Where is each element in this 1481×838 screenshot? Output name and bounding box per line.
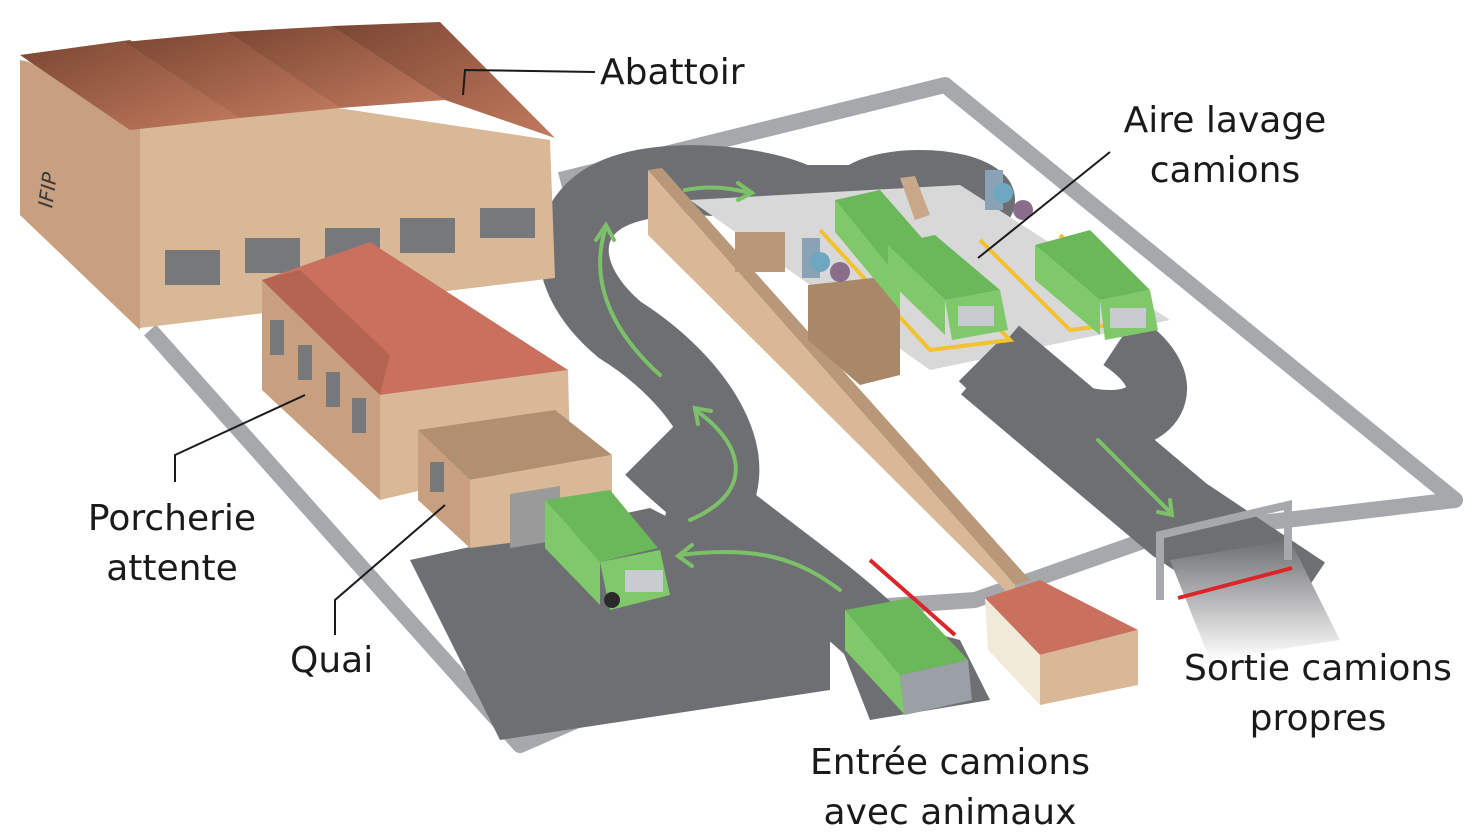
separation-wall [648,168,1030,600]
label-sortie-line2: propres [1249,698,1387,739]
label-porcherie: Porcherie attente [72,494,272,594]
label-abattoir: Abattoir [600,48,745,98]
label-entree-line1: Entrée camions [810,742,1090,783]
barriers [868,558,1293,637]
label-porcherie-line1: Porcherie [87,498,257,539]
label-quai: Quai [290,636,373,686]
wash-equipment [735,170,1033,385]
exit-gate [1156,499,1292,600]
label-quai-text: Quai [290,640,374,681]
truck-wash-2 [888,235,1008,340]
flow-arrows [594,181,1175,592]
ifip-logo: IFIP [33,170,63,210]
abattoir-building [20,22,555,330]
label-aire-line1: Aire lavage [1123,100,1327,141]
label-entree-line2: avec animaux [823,792,1077,833]
callout-lines [174,68,1111,635]
label-sortie-line1: Sortie camions [1184,648,1452,689]
label-abattoir-text: Abattoir [600,52,745,93]
truck-entrance [845,598,972,715]
gatehouse [985,580,1138,705]
label-aire-line2: camions [1149,150,1301,191]
truck-wash-3 [1035,230,1158,340]
label-aire-lavage: Aire lavage camions [1110,96,1340,196]
truck-at-quai [545,490,670,610]
label-sortie: Sortie camions propres [1168,644,1468,744]
label-porcherie-line2: attente [106,548,238,589]
label-entree: Entrée camions avec animaux [790,738,1110,838]
